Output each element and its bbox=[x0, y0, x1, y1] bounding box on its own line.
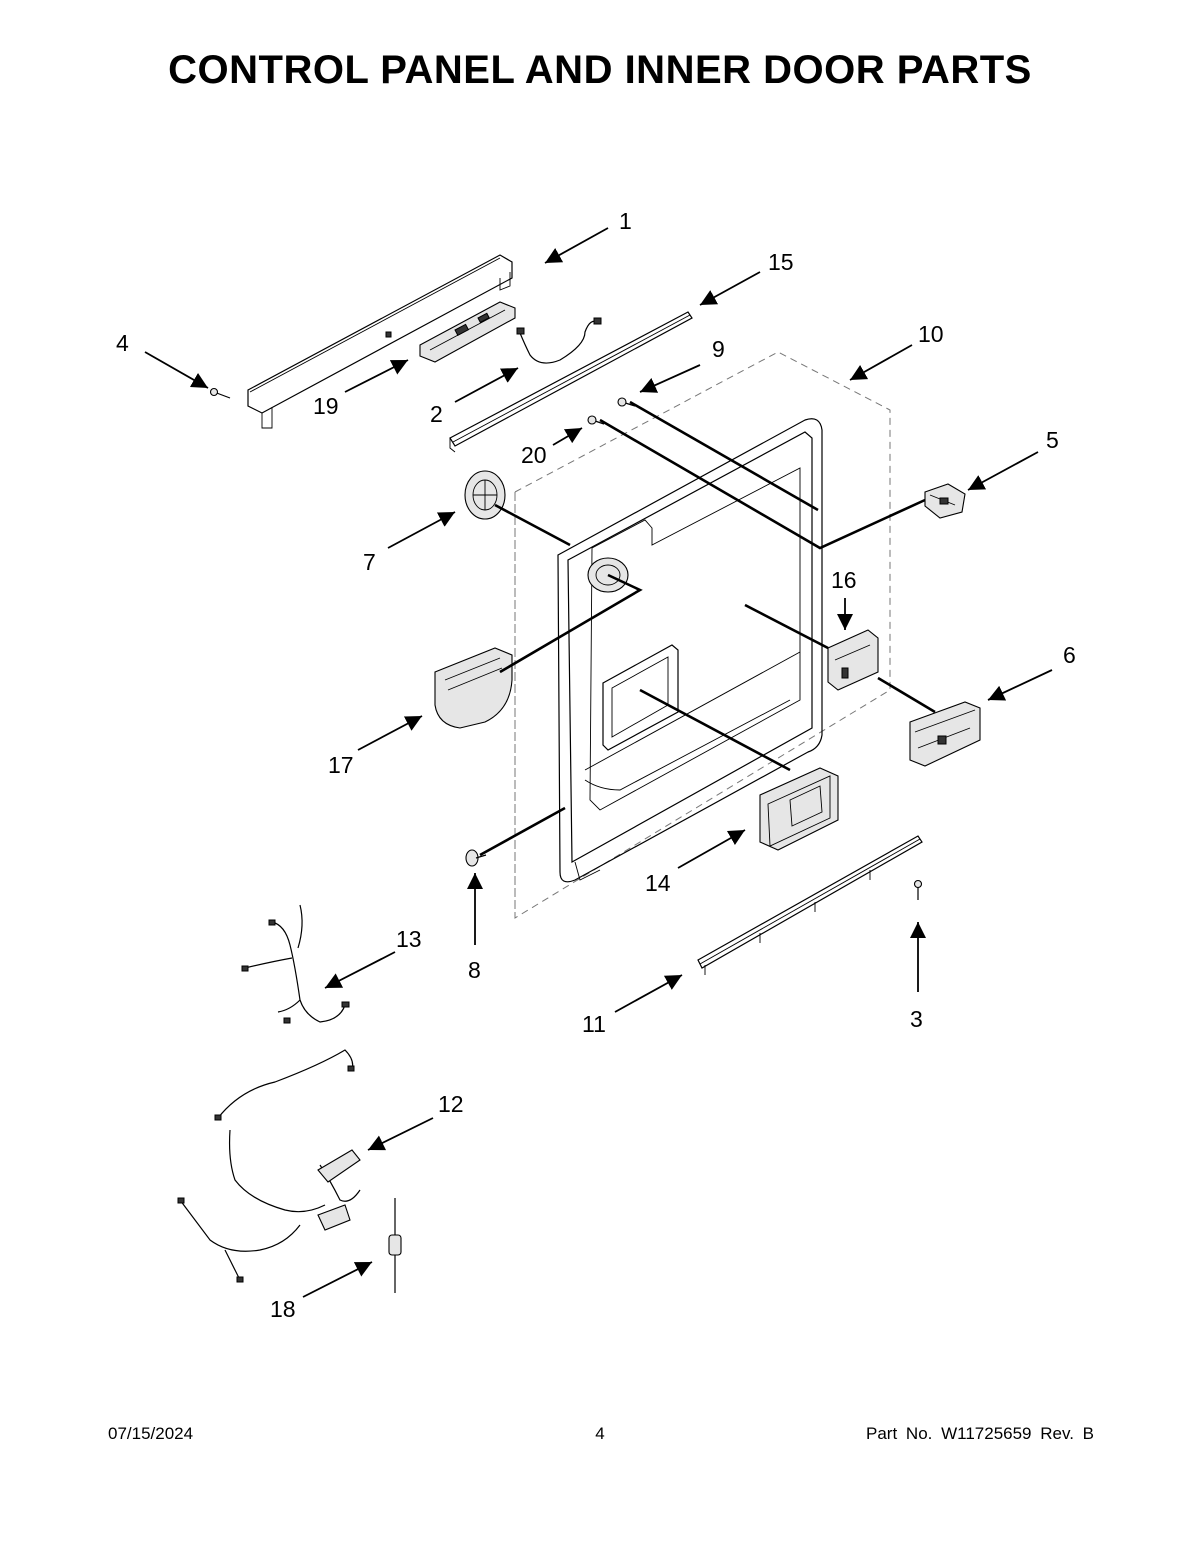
wire-harness-icon bbox=[516, 317, 602, 364]
inner-door-icon bbox=[514, 351, 891, 919]
screw-icon bbox=[465, 849, 487, 867]
callout-15: 15 bbox=[768, 249, 794, 275]
callout-18: 18 bbox=[270, 1296, 296, 1322]
dispenser-icon bbox=[759, 767, 839, 851]
callout-17: 17 bbox=[328, 752, 354, 778]
leader-lines bbox=[479, 400, 936, 857]
bracket-icon bbox=[827, 629, 879, 691]
callout-4: 4 bbox=[116, 330, 129, 356]
callout-arrows bbox=[144, 227, 1053, 1298]
callout-11: 11 bbox=[582, 1011, 606, 1037]
wire-harness-icon bbox=[177, 1049, 361, 1283]
screw-icon bbox=[617, 397, 636, 407]
callout-7: 7 bbox=[363, 549, 376, 575]
vent-icon bbox=[464, 470, 506, 520]
footer-part-number: Part No. W11725659 Rev. B bbox=[866, 1424, 1094, 1443]
latch-icon bbox=[909, 701, 981, 767]
callout-9: 9 bbox=[712, 336, 725, 362]
trim-strip-icon bbox=[449, 311, 693, 453]
callout-labels: 1 15 4 19 2 9 10 20 5 7 16 6 17 14 8 13 … bbox=[116, 208, 1076, 1322]
screw-icon bbox=[587, 415, 605, 425]
screw-icon bbox=[209, 387, 231, 399]
trim-strip-icon bbox=[697, 835, 923, 975]
callout-8: 8 bbox=[468, 957, 481, 983]
screw-icon bbox=[913, 879, 923, 900]
vent-housing-icon bbox=[434, 647, 513, 729]
callout-12: 12 bbox=[438, 1091, 464, 1117]
callout-10: 10 bbox=[918, 321, 944, 347]
callout-5: 5 bbox=[1046, 427, 1059, 453]
callout-6: 6 bbox=[1063, 642, 1076, 668]
wire-harness-icon bbox=[241, 904, 350, 1024]
callout-3: 3 bbox=[910, 1006, 923, 1032]
callout-20: 20 bbox=[521, 442, 547, 468]
callout-1: 1 bbox=[619, 208, 632, 234]
fuse-icon bbox=[388, 1198, 402, 1293]
callout-19: 19 bbox=[313, 393, 339, 419]
page-title: CONTROL PANEL AND INNER DOOR PARTS bbox=[168, 48, 1032, 92]
footer-page-number: 4 bbox=[595, 1424, 605, 1443]
callout-16: 16 bbox=[831, 567, 857, 593]
callout-14: 14 bbox=[645, 870, 671, 896]
control-panel-icon bbox=[247, 254, 513, 429]
callout-2: 2 bbox=[430, 401, 443, 427]
footer-date: 07/15/2024 bbox=[108, 1424, 194, 1443]
control-board-icon bbox=[419, 301, 516, 363]
switch-icon bbox=[924, 483, 966, 519]
callout-13: 13 bbox=[396, 926, 422, 952]
